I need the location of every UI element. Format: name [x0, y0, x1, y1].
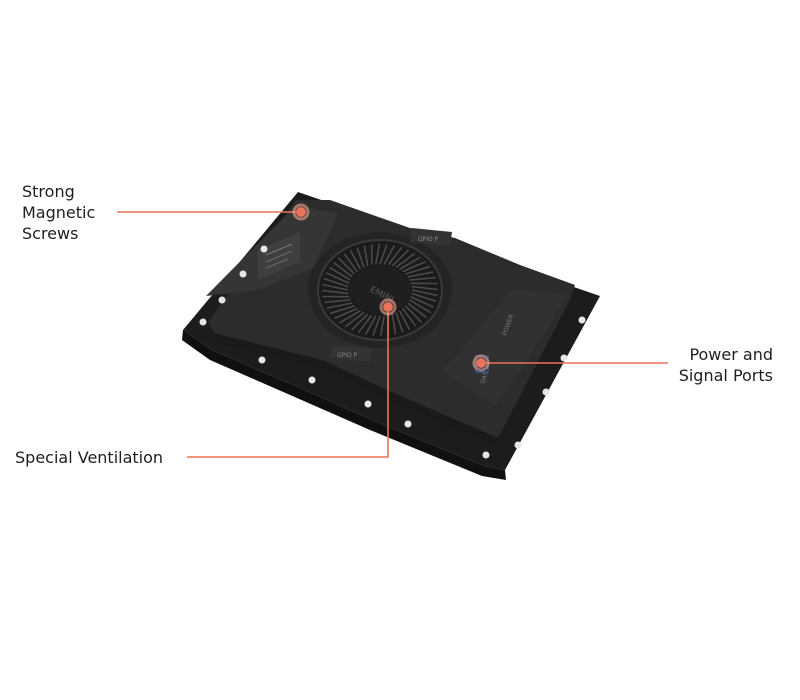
fan-blade: [407, 302, 427, 319]
fan-blade: [399, 256, 421, 271]
fan-blade: [395, 252, 416, 269]
fan-blade: [375, 243, 381, 265]
fan-blade: [383, 245, 396, 265]
fan-blade: [405, 265, 431, 275]
fan-blade: [333, 261, 353, 278]
fan-blade: [326, 302, 353, 309]
callout-label-screws-line1: Strong: [22, 182, 75, 201]
mount-screw: [514, 441, 522, 449]
mount-screw: [258, 356, 266, 364]
callout-label-ports: Power and Signal Ports: [679, 344, 773, 386]
callout-dot-ports: [476, 358, 486, 368]
fan-blade: [356, 247, 365, 268]
mount-screw: [482, 451, 490, 459]
fan-blade: [395, 312, 404, 333]
right-block: [442, 288, 568, 405]
gpio-tab-bottom: [330, 345, 372, 362]
fan-blade: [321, 289, 349, 295]
mount-screw: [218, 296, 226, 304]
gpio-tab-top: [410, 228, 452, 246]
fan-blade: [334, 307, 358, 320]
fan-blade: [411, 292, 437, 303]
mount-screw: [560, 354, 568, 362]
fan-blade: [339, 309, 361, 324]
fan-blade: [364, 315, 377, 335]
callout-label-screws: Strong Magnetic Screws: [22, 181, 95, 244]
fan-hub: [350, 266, 410, 314]
callout-dot-ventilation: [383, 302, 393, 312]
fan-blade: [325, 272, 350, 284]
fan-blade: [404, 305, 423, 323]
fan-blade: [402, 260, 426, 273]
fan-blade: [322, 283, 349, 291]
fan-blade: [337, 257, 356, 275]
fan-blade: [398, 310, 411, 330]
callout-line-ventilation: [187, 307, 389, 458]
fan-blade: [379, 315, 385, 337]
callout-label-ventilation-text: Special Ventilation: [15, 448, 164, 467]
fan-blade: [324, 299, 351, 304]
fan-blade: [343, 253, 359, 273]
fan-blade: [407, 271, 434, 278]
fan-blade: [387, 246, 403, 266]
mount-screw: [578, 316, 586, 324]
gpio-label-top: GPIO P: [418, 236, 439, 243]
fan-blade: [329, 305, 355, 315]
mount-screw: [199, 318, 207, 326]
fan-blade: [349, 250, 362, 270]
mount-screw: [308, 376, 316, 384]
mount-screw: [542, 388, 550, 396]
fan-blade: [363, 245, 369, 267]
fan-blade: [329, 266, 351, 281]
fan-blade: [411, 289, 438, 297]
callout-label-ports-line2: Signal Ports: [678, 366, 773, 385]
mount-screw: [239, 270, 247, 278]
fan-blade: [411, 285, 439, 291]
fan-blade: [372, 315, 381, 336]
fan-blade: [344, 311, 365, 328]
fan-blade: [323, 277, 349, 288]
fan-blade: [409, 276, 436, 281]
fan-blade: [391, 249, 410, 267]
fan-blade: [379, 244, 388, 265]
callout-label-ports-line1: Power and: [689, 345, 773, 364]
fan-blade: [350, 313, 369, 331]
mount-screw: [364, 400, 372, 408]
gpio-label-bottom: GPIO P: [337, 352, 358, 359]
callout-dot-screws: [296, 207, 306, 217]
fan-blade: [410, 296, 435, 308]
fan-blade: [357, 314, 373, 334]
callout-label-ventilation: Special Ventilation: [15, 447, 163, 468]
callout-label-screws-line2: Magnetic: [22, 203, 96, 222]
mount-screw: [260, 245, 268, 253]
callout-label-screws-line3: Screws: [22, 224, 79, 243]
mount-screw: [404, 420, 412, 428]
fan-blade: [409, 299, 431, 314]
fan-blade: [401, 307, 417, 327]
body-side-face: [212, 333, 498, 448]
fan-blade: [391, 313, 397, 335]
base-plate-edge: [182, 330, 506, 480]
